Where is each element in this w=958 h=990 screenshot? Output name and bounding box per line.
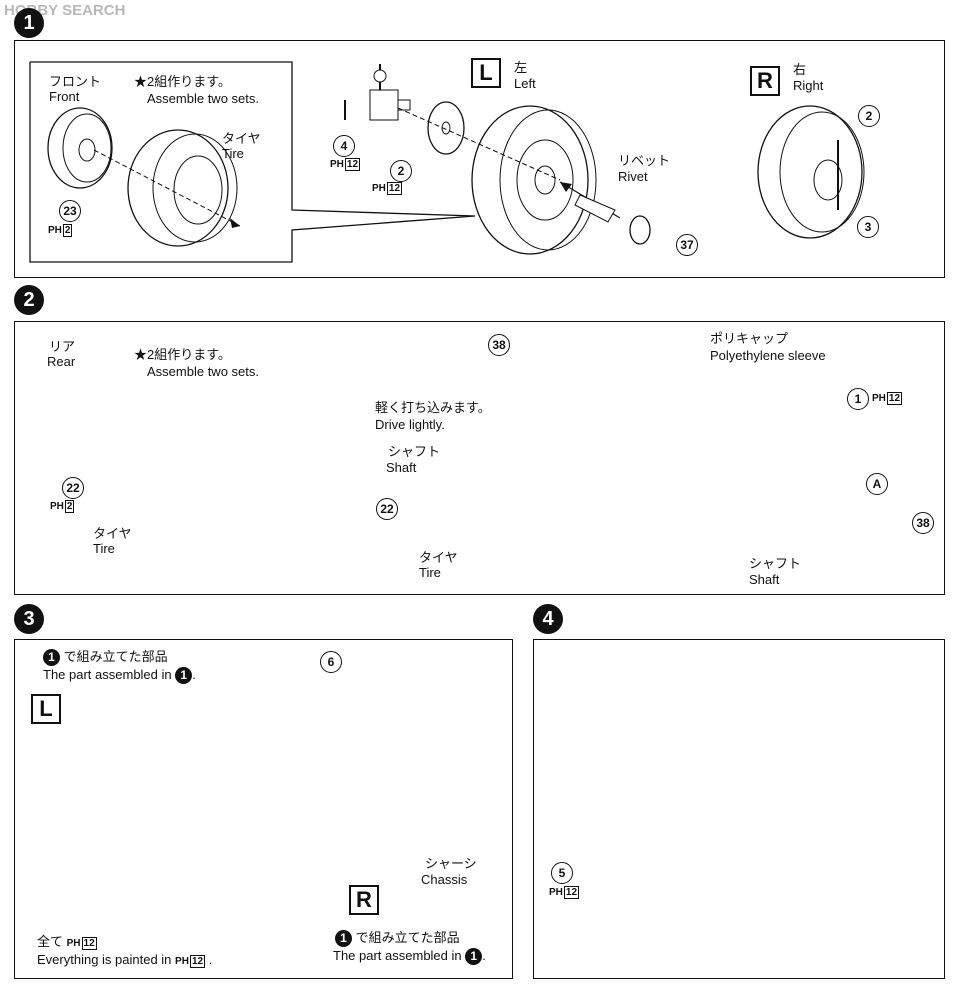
part-A: A	[866, 473, 888, 495]
part-37: 37	[676, 234, 698, 256]
chassis-label-jp: シャーシ	[425, 856, 477, 871]
front-tire-drawing	[127, 129, 238, 247]
assembled-in-jp-bottom: 1 で組み立てた部品	[335, 930, 460, 948]
tire-label-jp-2: タイヤ	[93, 526, 132, 541]
part-22-shaft: 22	[376, 498, 398, 520]
paint-prefix: PH	[175, 956, 189, 967]
shaft2-label-en: Shaft	[749, 572, 780, 587]
step-ref-circle: 1	[465, 948, 483, 966]
assembled-in-jp-top: 1 で組み立てた部品	[43, 649, 168, 667]
part-2-right: 2	[858, 105, 880, 127]
assembled-in-en-bottom: The part assembled in 1.	[333, 948, 486, 966]
front-wheel-drawing	[47, 107, 113, 189]
all-text-en: Everything is painted in	[37, 952, 172, 967]
part-38-left: 38	[488, 334, 510, 356]
assemble-two-jp-2: ★2組作ります。	[134, 347, 231, 362]
paint-prefix: PH	[372, 183, 386, 194]
paint-code: 2	[64, 500, 75, 513]
paint-prefix: PH	[330, 159, 344, 170]
left-front-wheel-drawing	[471, 105, 597, 255]
rivet-label-jp: リベット	[618, 153, 671, 168]
left-side-box: L	[471, 58, 501, 88]
assembled-in-en-top: The part assembled in 1.	[43, 667, 196, 685]
assembled-text-jp: で組み立てた部品	[63, 649, 168, 664]
rear-label-en: Rear	[47, 354, 76, 369]
paint-prefix: PH	[50, 501, 64, 512]
paint-code: 12	[344, 158, 361, 171]
paint-code: 12	[563, 886, 580, 899]
step-ref-circle: 1	[175, 667, 193, 685]
drive-lightly-jp: 軽く打ち込みます。	[375, 400, 491, 415]
paint-code: 12	[189, 955, 206, 968]
tire-label-en-1: Tire	[222, 146, 244, 161]
paint-prefix: PH	[48, 225, 62, 236]
paint-code: 12	[886, 392, 903, 405]
part-38-right: 38	[912, 512, 934, 534]
right-front-wheel-drawing	[757, 105, 865, 239]
part-6: 6	[320, 651, 342, 673]
right-label-en: Right	[793, 78, 824, 93]
assembled-text-en: The part assembled in	[333, 948, 462, 963]
spindle-drawing	[344, 64, 411, 121]
paint-code: 12	[81, 937, 97, 950]
paint-code: 12	[386, 182, 403, 195]
step-ref-circle: 1	[335, 930, 352, 948]
right-label-jp: 右	[793, 62, 807, 77]
assembled-text-jp: で組み立てた部品	[355, 930, 460, 945]
step-4-panel	[533, 639, 945, 979]
part-4: 4	[333, 135, 355, 157]
drive-lightly-en: Drive lightly.	[375, 417, 445, 432]
all-text-jp: 全て	[37, 934, 64, 949]
tire-label-jp-1: タイヤ	[222, 131, 261, 146]
part-22-wheel: 22	[62, 477, 84, 499]
part-2-left: 2	[390, 160, 412, 182]
shaft-label-jp: シャフト	[388, 444, 441, 459]
tire-label-en-3: Tire	[419, 565, 441, 580]
part-23: 23	[59, 200, 81, 222]
polycap-label-en: Polyethylene sleeve	[710, 348, 826, 363]
tire-label-en-2: Tire	[93, 541, 115, 556]
left-label-jp: 左	[514, 60, 528, 75]
shaft-label-en: Shaft	[386, 460, 417, 475]
step3-right-box: R	[349, 885, 379, 915]
shaft2-label-jp: シャフト	[749, 556, 802, 571]
step-ref-circle: 1	[43, 649, 60, 667]
rivet-label-en: Rivet	[618, 169, 648, 184]
paint-prefix: PH	[872, 393, 886, 404]
right-side-box: R	[750, 66, 780, 96]
paint-prefix: PH	[66, 938, 81, 949]
step-2-number: 2	[14, 285, 44, 315]
part-3: 3	[857, 216, 879, 238]
assemble-two-jp-1: ★2組作ります。	[134, 74, 231, 89]
front-label-en: Front	[49, 89, 80, 104]
part-1: 1	[847, 388, 869, 410]
tire-label-jp-3: タイヤ	[419, 550, 458, 565]
step-4-number: 4	[533, 604, 563, 634]
step-2-panel	[14, 321, 945, 595]
assemble-two-en-1: Assemble two sets.	[147, 91, 259, 106]
chassis-label-en: Chassis	[421, 872, 468, 887]
part-5: 5	[551, 862, 573, 884]
step3-left-box: L	[31, 694, 61, 724]
paint-prefix: PH	[549, 887, 563, 898]
assembled-text-en: The part assembled in	[43, 667, 172, 682]
front-label-jp: フロント	[49, 74, 102, 89]
polycap-label-jp: ポリキャップ	[710, 331, 789, 346]
step-3-panel	[14, 639, 513, 979]
assemble-two-en-2: Assemble two sets.	[147, 364, 259, 379]
left-label-en: Left	[514, 76, 536, 91]
paint-code: 2	[62, 224, 73, 237]
step-1-number: 1	[14, 8, 44, 38]
rear-label-jp: リア	[49, 339, 76, 354]
step-3-number: 3	[14, 604, 44, 634]
